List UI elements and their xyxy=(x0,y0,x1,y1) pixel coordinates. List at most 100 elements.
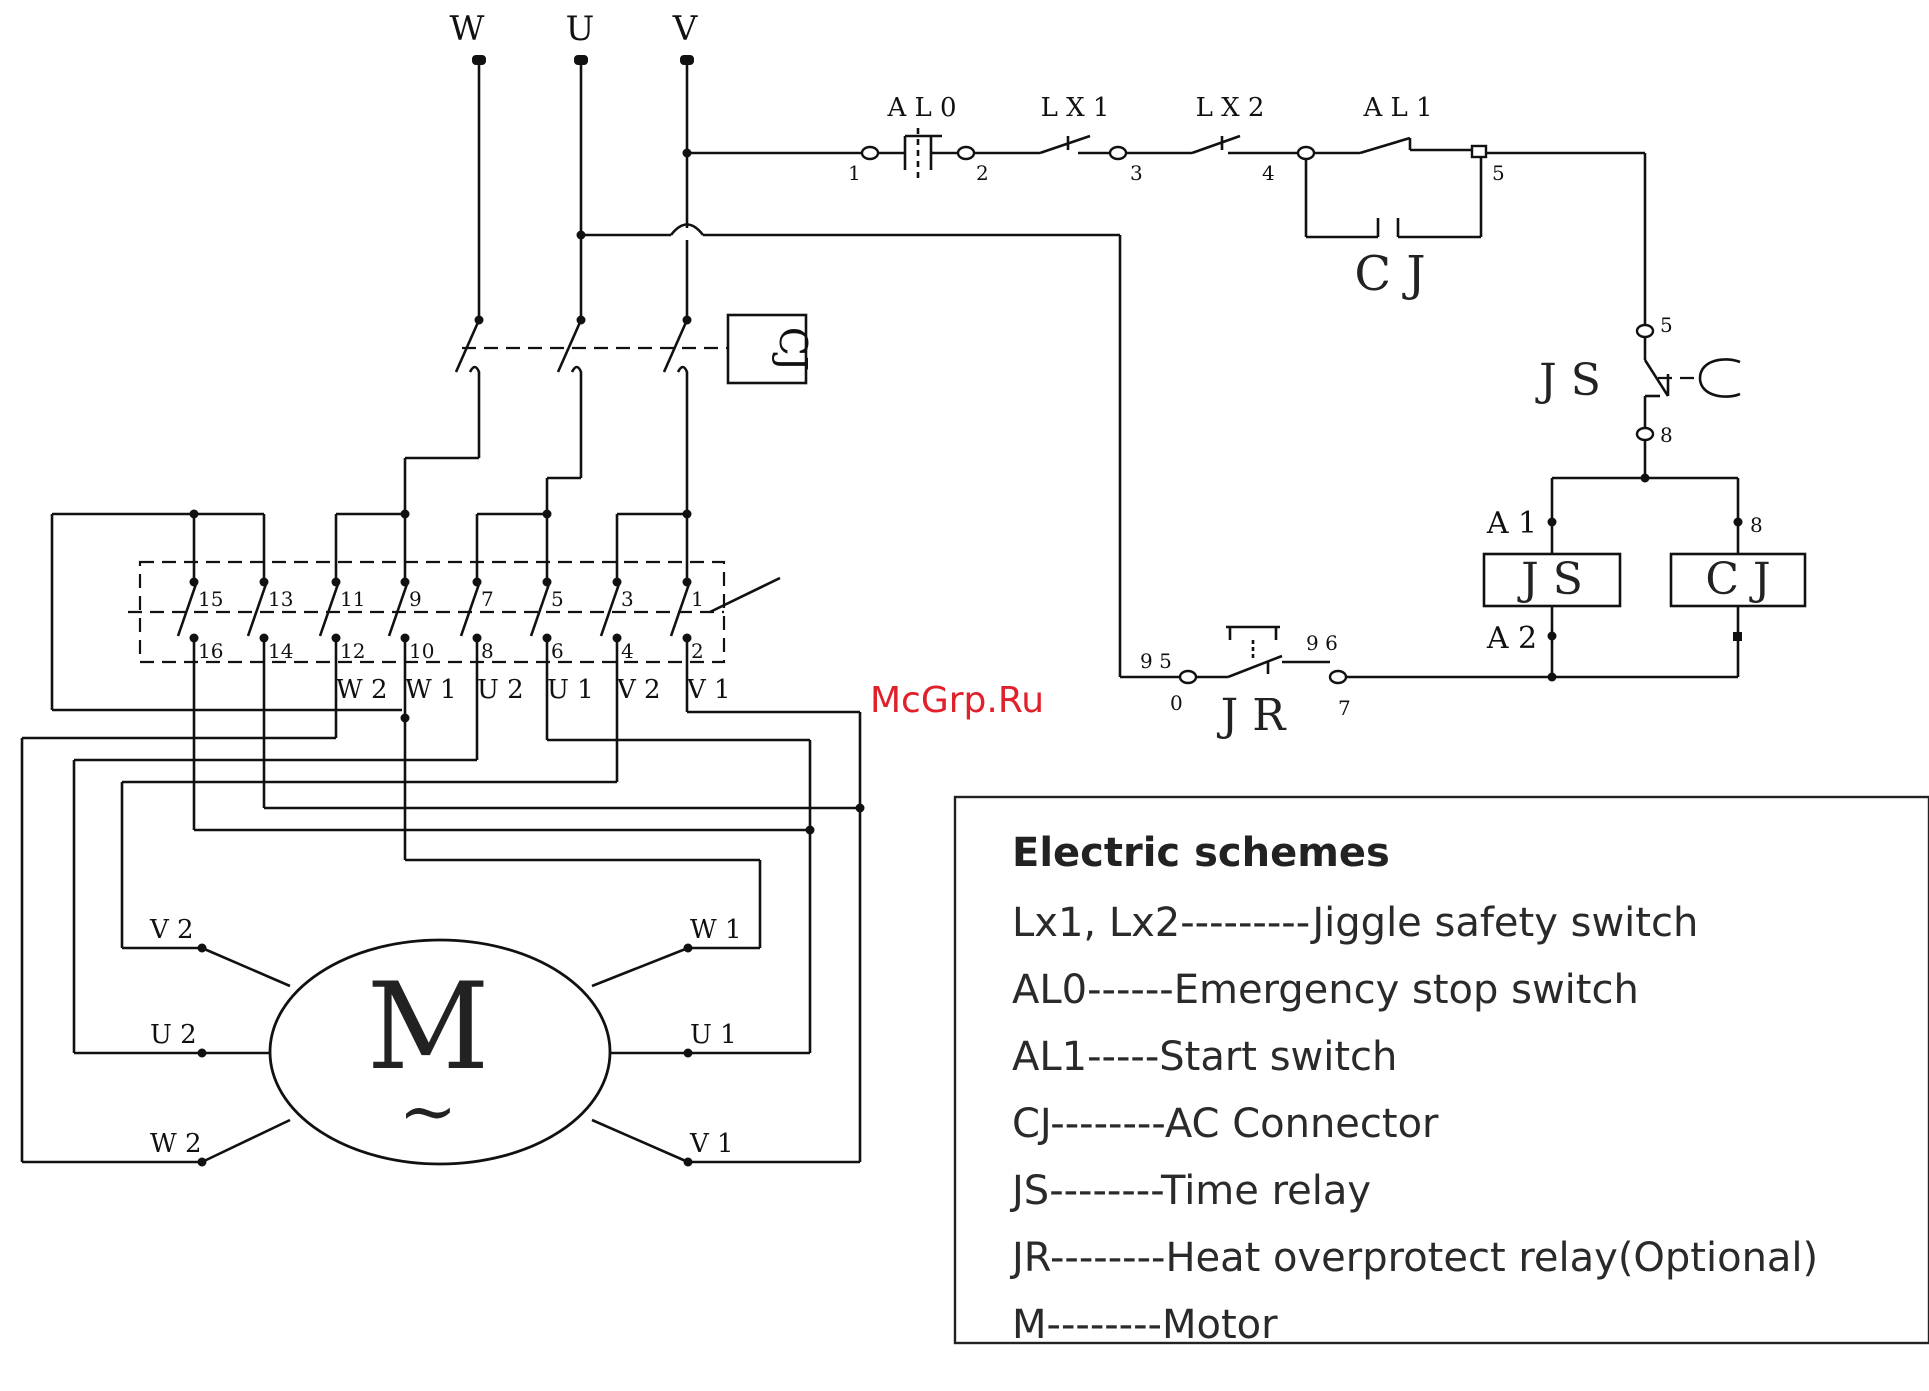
legend-title: Electric schemes xyxy=(1012,830,1390,876)
legend-item-m: M--------Motor xyxy=(1012,1302,1278,1348)
node-3: 3 xyxy=(1130,161,1143,185)
supply-label-v: V xyxy=(672,9,699,49)
contact-top-11: 11 xyxy=(340,587,365,611)
motor-terminal-v2: V 2 xyxy=(149,915,194,945)
js-coil-box xyxy=(1482,552,1622,608)
motor-terminal-v1: V 1 xyxy=(689,1129,734,1159)
phase-u1: U 1 xyxy=(547,675,594,705)
contact-top-node xyxy=(400,577,410,587)
lx1-label: L X 1 xyxy=(1041,93,1110,123)
contact-top-node xyxy=(612,577,622,587)
contact-top-1: 1 xyxy=(691,587,704,611)
node-1: 1 xyxy=(848,161,861,185)
jr-right-bottom: 7 xyxy=(1338,696,1351,720)
phase-w1: W 1 xyxy=(405,675,457,705)
main-contactor-box xyxy=(726,313,808,385)
contact-bottom-12: 12 xyxy=(340,639,365,663)
legend-box xyxy=(953,795,1929,1345)
contact-top-3: 3 xyxy=(621,587,634,611)
node-4: 4 xyxy=(1262,161,1275,185)
motor-wiring xyxy=(20,710,865,1164)
js-contact-label: J S xyxy=(1535,355,1601,406)
switch-contact-blade xyxy=(176,583,198,637)
contact-top-node xyxy=(682,577,692,587)
contact-bottom-2: 2 xyxy=(691,639,704,663)
jr-left-top: 9 5 xyxy=(1140,649,1172,673)
jr-label: J R xyxy=(1217,690,1288,741)
main-contactor: CJ xyxy=(454,313,815,512)
motor-ac-symbol: ~ xyxy=(399,1070,458,1152)
switch-contact-blade xyxy=(599,583,621,637)
switch-contact-blade xyxy=(318,583,340,637)
contact-top-node xyxy=(472,577,482,587)
a2-label: A 2 xyxy=(1486,621,1537,656)
motor-terminal-w1: W 1 xyxy=(690,915,742,945)
switch-block xyxy=(50,456,781,860)
legend-item-lx: Lx1, Lx2---------Jiggle safety switch xyxy=(1012,900,1698,946)
motor-terminal-u1: U 1 xyxy=(690,1020,737,1050)
phase-v2: V 2 xyxy=(616,675,661,705)
motor: M ~ V 2 U 2 W 2 W 1 U 1 V 1 xyxy=(149,915,742,1167)
legend: Electric schemes Lx1, Lx2---------Jiggle… xyxy=(953,795,1929,1348)
supply-lines: W U V xyxy=(450,9,1180,679)
node-2: 2 xyxy=(976,161,989,185)
switch-block-outline xyxy=(138,560,726,664)
motor-terminal-w2: W 2 xyxy=(150,1129,202,1159)
contact-top-9: 9 xyxy=(409,587,422,611)
terminal-cap-v xyxy=(680,55,694,65)
contact-bottom-8: 8 xyxy=(481,639,494,663)
main-contactor-label: CJ xyxy=(771,327,815,371)
switch-contact-blade xyxy=(387,583,409,637)
contact-top-node xyxy=(259,577,269,587)
switch-contact-blade xyxy=(246,583,268,637)
contact-top-node xyxy=(189,577,199,587)
js-bottom-node: 8 xyxy=(1660,423,1673,447)
switch-contact-blade xyxy=(529,583,551,637)
phase-v1: V 1 xyxy=(686,675,731,705)
al0-label: A L 0 xyxy=(886,93,956,123)
contact-bottom-4: 4 xyxy=(621,639,634,663)
contact-top-7: 7 xyxy=(481,587,494,611)
control-circuit: A L 0 1 2 L X 1 3 L X 2 4 A L 1 5 xyxy=(687,93,1807,741)
contact-top-node xyxy=(331,577,341,587)
a1-label: A 1 xyxy=(1486,506,1537,541)
js-coil-label: J S xyxy=(1517,554,1583,605)
legend-item-al0: AL0------Emergency stop switch xyxy=(1012,967,1639,1013)
contact-top-15: 15 xyxy=(198,587,223,611)
jr-right-top: 9 6 xyxy=(1306,631,1338,655)
js-top-node: 5 xyxy=(1660,313,1673,337)
switch-contact-blade xyxy=(459,583,481,637)
jr-left-bottom: 0 xyxy=(1170,691,1183,715)
watermark-text: McGrp.Ru xyxy=(870,680,1044,721)
legend-item-al1: AL1-----Start switch xyxy=(1012,1034,1397,1080)
node-5a: 5 xyxy=(1492,161,1505,185)
phase-u2: U 2 xyxy=(477,675,524,705)
motor-terminal-u2: U 2 xyxy=(150,1020,197,1050)
cj-hold-label: C J xyxy=(1354,246,1425,302)
motor-symbol: M xyxy=(367,958,490,1097)
legend-item-cj: CJ--------AC Connector xyxy=(1012,1101,1439,1147)
contact-bottom-16: 16 xyxy=(198,639,223,663)
contact-top-13: 13 xyxy=(268,587,293,611)
coil-cj-node: 8 xyxy=(1750,513,1763,537)
switch-numbers: 15 13 11 9 7 5 3 1 16 14 12 10 8 6 4 2 W… xyxy=(198,587,731,705)
lx2-label: L X 2 xyxy=(1196,93,1265,123)
legend-item-jr: JR--------Heat overprotect relay(Optiona… xyxy=(1009,1235,1818,1281)
cj-coil-box xyxy=(1669,552,1807,608)
terminal-cap-u xyxy=(574,55,588,65)
switch-contact-blade xyxy=(669,583,691,637)
cj-coil-label: C J xyxy=(1705,554,1770,605)
supply-label-w: W xyxy=(450,9,485,49)
legend-item-js: JS--------Time relay xyxy=(1009,1168,1371,1214)
contact-top-node xyxy=(542,577,552,587)
contact-bottom-10: 10 xyxy=(409,639,434,663)
contact-bottom-6: 6 xyxy=(551,639,564,663)
supply-label-u: U xyxy=(566,9,595,49)
contact-bottom-14: 14 xyxy=(268,639,293,663)
phase-w2: W 2 xyxy=(336,675,388,705)
terminal-cap-w xyxy=(472,55,486,65)
contact-top-5: 5 xyxy=(551,587,564,611)
al1-label: A L 1 xyxy=(1362,93,1432,123)
